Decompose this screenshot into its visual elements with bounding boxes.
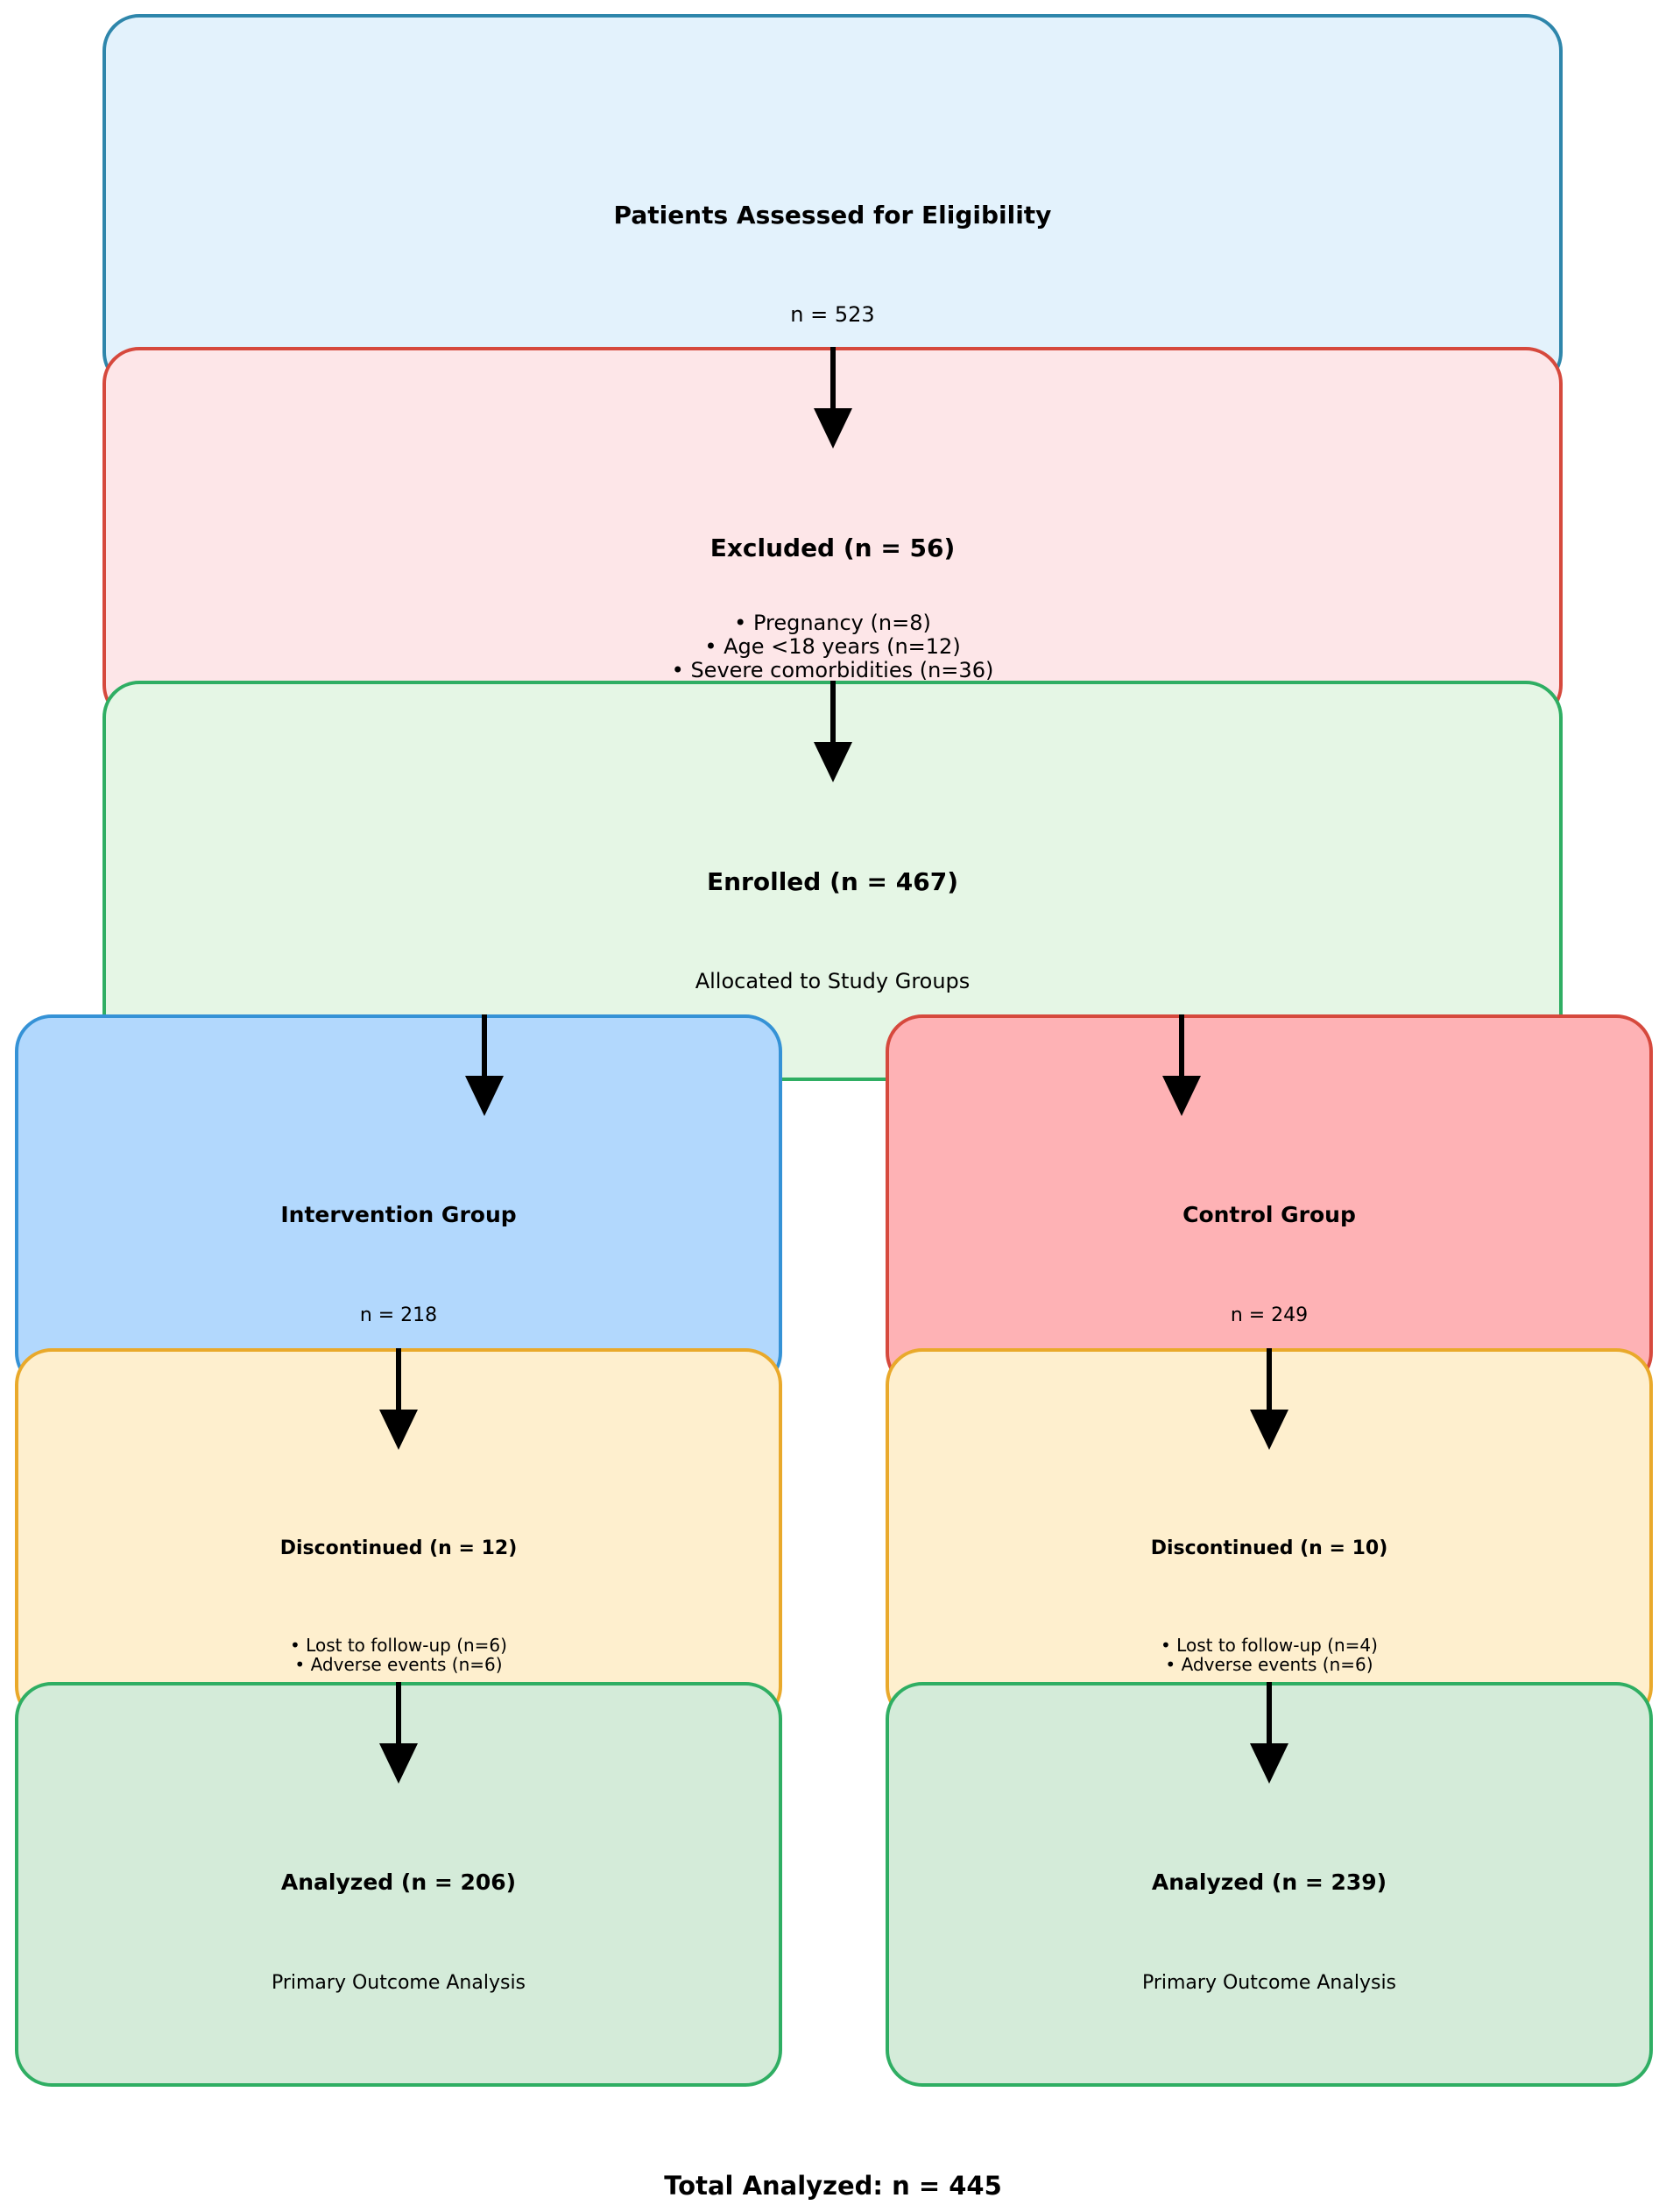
control-count: n = 249 — [1230, 1304, 1309, 1326]
control-analyzed-subtitle: Primary Outcome Analysis — [1141, 1972, 1397, 1994]
intervention-group-box: Intervention Group n = 218 — [15, 1014, 782, 1389]
discontinued-reason: • Lost to follow-up (n=6) — [290, 1635, 507, 1656]
control-analyzed-box: Analyzed (n = 239) Primary Outcome Analy… — [886, 1682, 1653, 2087]
intervention-analyzed-box: Analyzed (n = 206) Primary Outcome Analy… — [15, 1682, 782, 2087]
assessed-box: Patients Assessed for Eligibility n = 52… — [102, 14, 1563, 389]
discontinued-reason: • Adverse events (n=6) — [294, 1654, 503, 1676]
intervention-analyzed-subtitle: Primary Outcome Analysis — [271, 1972, 526, 1994]
enrolled-title: Enrolled (n = 467) — [706, 867, 958, 896]
total-analyzed: Total Analyzed: n = 445 — [664, 2171, 1002, 2201]
intervention-discontinued-reasons: • Lost to follow-up (n=6) • Adverse even… — [18, 1636, 779, 1675]
intervention-discontinued-box: Discontinued (n = 12) • Lost to follow-u… — [15, 1348, 782, 1723]
excluded-reasons: • Pregnancy (n=8) • Age <18 years (n=12)… — [106, 611, 1559, 682]
control-analyzed-title: Analyzed (n = 239) — [1151, 1869, 1387, 1895]
assessed-count: n = 523 — [790, 302, 875, 327]
discontinued-reason: • Adverse events (n=6) — [1165, 1654, 1373, 1676]
intervention-title: Intervention Group — [280, 1202, 517, 1227]
excluded-reason: • Pregnancy (n=8) — [734, 611, 931, 635]
intervention-count: n = 218 — [359, 1304, 438, 1326]
control-discontinued-box: Discontinued (n = 10) • Lost to follow-u… — [886, 1348, 1653, 1723]
control-discontinued-title: Discontinued (n = 10) — [1150, 1537, 1388, 1559]
discontinued-reason: • Lost to follow-up (n=4) — [1161, 1635, 1378, 1656]
excluded-reason: • Severe comorbidities (n=36) — [671, 657, 994, 682]
excluded-box: Excluded (n = 56) • Pregnancy (n=8) • Ag… — [102, 347, 1563, 722]
control-title: Control Group — [1182, 1202, 1356, 1227]
intervention-discontinued-title: Discontinued (n = 12) — [279, 1537, 518, 1559]
excluded-reason: • Age <18 years (n=12) — [704, 633, 961, 659]
control-group-box: Control Group n = 249 — [886, 1014, 1653, 1389]
intervention-analyzed-title: Analyzed (n = 206) — [280, 1869, 517, 1895]
excluded-title: Excluded (n = 56) — [709, 534, 956, 562]
enrolled-subtitle: Allocated to Study Groups — [695, 969, 971, 993]
control-discontinued-reasons: • Lost to follow-up (n=4) • Adverse even… — [889, 1636, 1649, 1675]
assessed-title: Patients Assessed for Eligibility — [613, 201, 1052, 230]
